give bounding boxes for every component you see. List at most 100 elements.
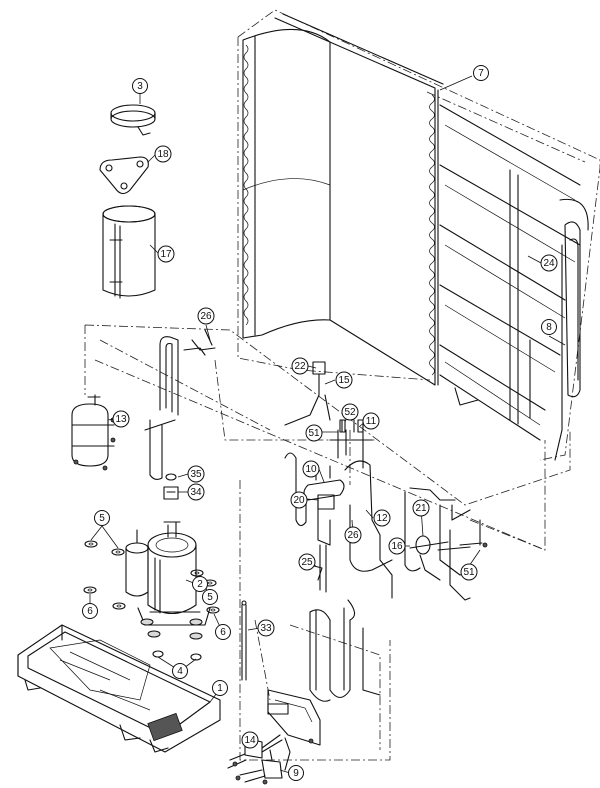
callout-circle	[288, 765, 304, 781]
callout-34: 34	[187, 483, 205, 501]
callout-number: 11	[366, 416, 377, 427]
callout-number: 20	[293, 495, 305, 506]
callout-21: 21	[412, 499, 430, 517]
callout-15: 15	[335, 371, 353, 389]
callout-number: 51	[463, 567, 475, 578]
callout-circle	[291, 357, 309, 375]
callout-circle	[215, 624, 231, 640]
callout-number: 34	[190, 487, 202, 498]
callout-circle	[82, 603, 98, 619]
callout-24: 24	[540, 254, 558, 272]
callout-5: 5	[202, 589, 218, 605]
mount-feet	[140, 618, 203, 661]
callout-circle	[94, 510, 110, 526]
callout-number: 1	[217, 683, 223, 694]
callout-14: 14	[241, 731, 259, 749]
callout-number: 6	[87, 606, 93, 617]
callout-20: 20	[290, 491, 308, 509]
callout-circle	[112, 410, 130, 428]
callout-51: 51	[305, 424, 323, 442]
callout-number: 26	[347, 530, 359, 541]
sensor-parts	[163, 419, 364, 500]
callout-circle	[298, 553, 316, 571]
suction-pipe	[144, 336, 206, 481]
callout-circle	[344, 526, 362, 544]
callout-circle	[212, 680, 228, 696]
callout-circle	[241, 731, 259, 749]
callout-3: 3	[132, 78, 148, 94]
service-valve-bracket	[227, 689, 321, 785]
callout-circle	[132, 78, 148, 94]
callout-13: 13	[112, 410, 130, 428]
callout-2: 2	[192, 576, 208, 592]
callout-8: 8	[541, 319, 557, 335]
callout-number: 22	[294, 361, 306, 372]
callout-circle	[373, 509, 391, 527]
band-clamp	[110, 104, 156, 136]
callout-33: 33	[257, 619, 275, 637]
callout-circle	[341, 403, 359, 421]
callout-circle	[540, 254, 558, 272]
compressor-jacket	[102, 205, 156, 299]
callout-number: 9	[293, 768, 299, 779]
callout-18: 18	[154, 145, 172, 163]
assembly-lines	[84, 324, 571, 761]
callout-number: 26	[200, 311, 212, 322]
callout-17: 17	[157, 245, 175, 263]
callout-number: 8	[546, 322, 552, 333]
callout-51: 51	[460, 563, 478, 581]
callout-circle	[187, 483, 205, 501]
callout-4: 4	[172, 663, 188, 679]
callout-11: 11	[362, 412, 380, 430]
valve-piping	[284, 361, 488, 601]
callout-number: 13	[115, 414, 127, 425]
callout-circle	[197, 307, 215, 325]
base-pan	[17, 624, 221, 753]
callout-circle	[362, 412, 380, 430]
callout-5: 5	[94, 510, 110, 526]
callout-number: 25	[301, 557, 313, 568]
callout-26: 26	[197, 307, 215, 325]
washers	[83, 540, 220, 614]
callout-circle	[541, 319, 557, 335]
callout-circle	[412, 499, 430, 517]
callout-number: 10	[305, 464, 317, 475]
callout-number: 21	[415, 503, 427, 514]
callout-circle	[202, 589, 218, 605]
callout-circle	[302, 460, 320, 478]
callout-number: 5	[99, 513, 105, 524]
condenser-coil	[237, 9, 600, 461]
callout-26: 26	[344, 526, 362, 544]
callout-12: 12	[373, 509, 391, 527]
callout-number: 17	[160, 249, 172, 260]
callout-number: 4	[177, 666, 183, 677]
callout-number: 35	[190, 469, 202, 480]
callout-number: 7	[478, 68, 484, 79]
callout-number: 3	[137, 81, 143, 92]
callout-number: 51	[308, 428, 320, 439]
callout-circle	[187, 465, 205, 483]
callout-number: 6	[220, 627, 226, 638]
callout-number: 24	[543, 258, 555, 269]
callout-7: 7	[473, 65, 489, 81]
callout-16: 16	[388, 537, 406, 555]
callout-52: 52	[341, 403, 359, 421]
callout-35: 35	[187, 465, 205, 483]
callout-circle	[305, 424, 323, 442]
callout-layer: 3181772482622151352115110353420122621165…	[82, 65, 558, 781]
callout-6: 6	[215, 624, 231, 640]
callout-number: 12	[376, 513, 388, 524]
callout-circle	[473, 65, 489, 81]
callout-number: 2	[197, 579, 203, 590]
callout-circle	[192, 576, 208, 592]
callout-10: 10	[302, 460, 320, 478]
lower-pipes	[191, 329, 381, 702]
callout-number: 18	[157, 149, 169, 160]
callout-1: 1	[212, 680, 228, 696]
callout-number: 15	[338, 375, 350, 386]
callout-circle	[257, 619, 275, 637]
accumulator	[71, 394, 116, 471]
callout-circle	[290, 491, 308, 509]
callout-circle	[157, 245, 175, 263]
callout-9: 9	[288, 765, 304, 781]
